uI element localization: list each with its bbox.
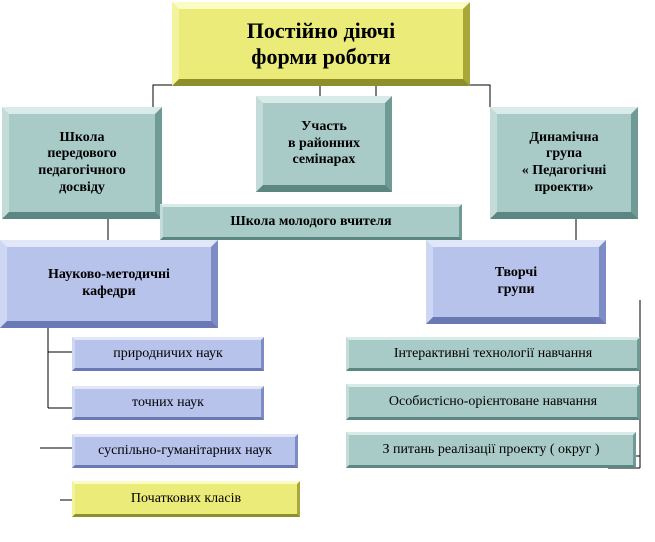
group-project-district: З питань реалізації проекту ( округ ) xyxy=(346,432,636,468)
creative-groups-line2: групи xyxy=(497,282,535,297)
kafedra-humanities-label: суспільно-гуманітарних наук xyxy=(98,442,272,458)
school-experience-line2: передового xyxy=(47,146,117,162)
seminars-box: Участь в районних семінарах xyxy=(256,96,392,192)
kafedry-line2: кафедри xyxy=(82,284,136,299)
top-title-box: Постійно діючі форми роботи xyxy=(172,2,470,86)
connector-top-right xyxy=(470,84,491,107)
group-personal-learning: Особистісно-орієнтоване навчання xyxy=(346,384,640,420)
connector-top-left xyxy=(152,84,172,107)
school-experience-line1: Школа xyxy=(59,129,105,145)
top-title-line1: Постійно діючі xyxy=(246,18,396,44)
dynamic-group-line3: « Педагогічні xyxy=(521,163,607,178)
kafedry-line1: Науково-методичні xyxy=(48,267,170,283)
dynamic-group-line2: група xyxy=(545,146,583,162)
dynamic-group-line4: проекти» xyxy=(534,179,594,195)
seminars-line3: семінарах xyxy=(292,152,356,168)
kafedra-primary-classes-label: Початкових класів xyxy=(130,490,242,506)
kafedra-humanities: суспільно-гуманітарних наук xyxy=(72,434,298,468)
kafedry-box: Науково-методичні кафедри xyxy=(0,240,218,328)
kafedra-exact-sciences: точних наук xyxy=(72,386,264,420)
creative-groups-box: Творчі групи xyxy=(426,240,606,324)
dynamic-group-line1: Динамічна xyxy=(529,129,599,145)
young-teacher-label: Школа молодого вчителя xyxy=(230,213,392,229)
kafedra-natural-sciences-label: природничих наук xyxy=(113,345,223,361)
top-title-line2: форми роботи xyxy=(251,44,391,69)
kafedra-exact-sciences-label: точних наук xyxy=(132,394,204,410)
dynamic-group-box: Динамічна група « Педагогічні проекти» xyxy=(490,107,638,219)
group-interactive-tech-label: Інтерактивні технології навчання xyxy=(393,345,593,361)
group-personal-learning-label: Особистісно-орієнтоване навчання xyxy=(388,393,598,409)
group-interactive-tech: Інтерактивні технології навчання xyxy=(346,337,640,371)
seminars-line2: в районних xyxy=(287,135,361,151)
seminars-line1: Участь xyxy=(301,119,347,135)
group-project-district-label: З питань реалізації проекту ( округ ) xyxy=(382,441,600,457)
creative-groups-line1: Творчі xyxy=(494,265,538,281)
school-experience-line3: педагогічного xyxy=(38,163,126,178)
school-experience-line4: досвіду xyxy=(59,179,105,195)
kafedra-primary-classes: Початкових класів xyxy=(72,481,300,517)
kafedra-natural-sciences: природничих наук xyxy=(72,337,264,371)
school-experience-box: Школа передового педагогічного досвіду xyxy=(2,107,162,219)
young-teacher-box: Школа молодого вчителя xyxy=(160,204,462,240)
